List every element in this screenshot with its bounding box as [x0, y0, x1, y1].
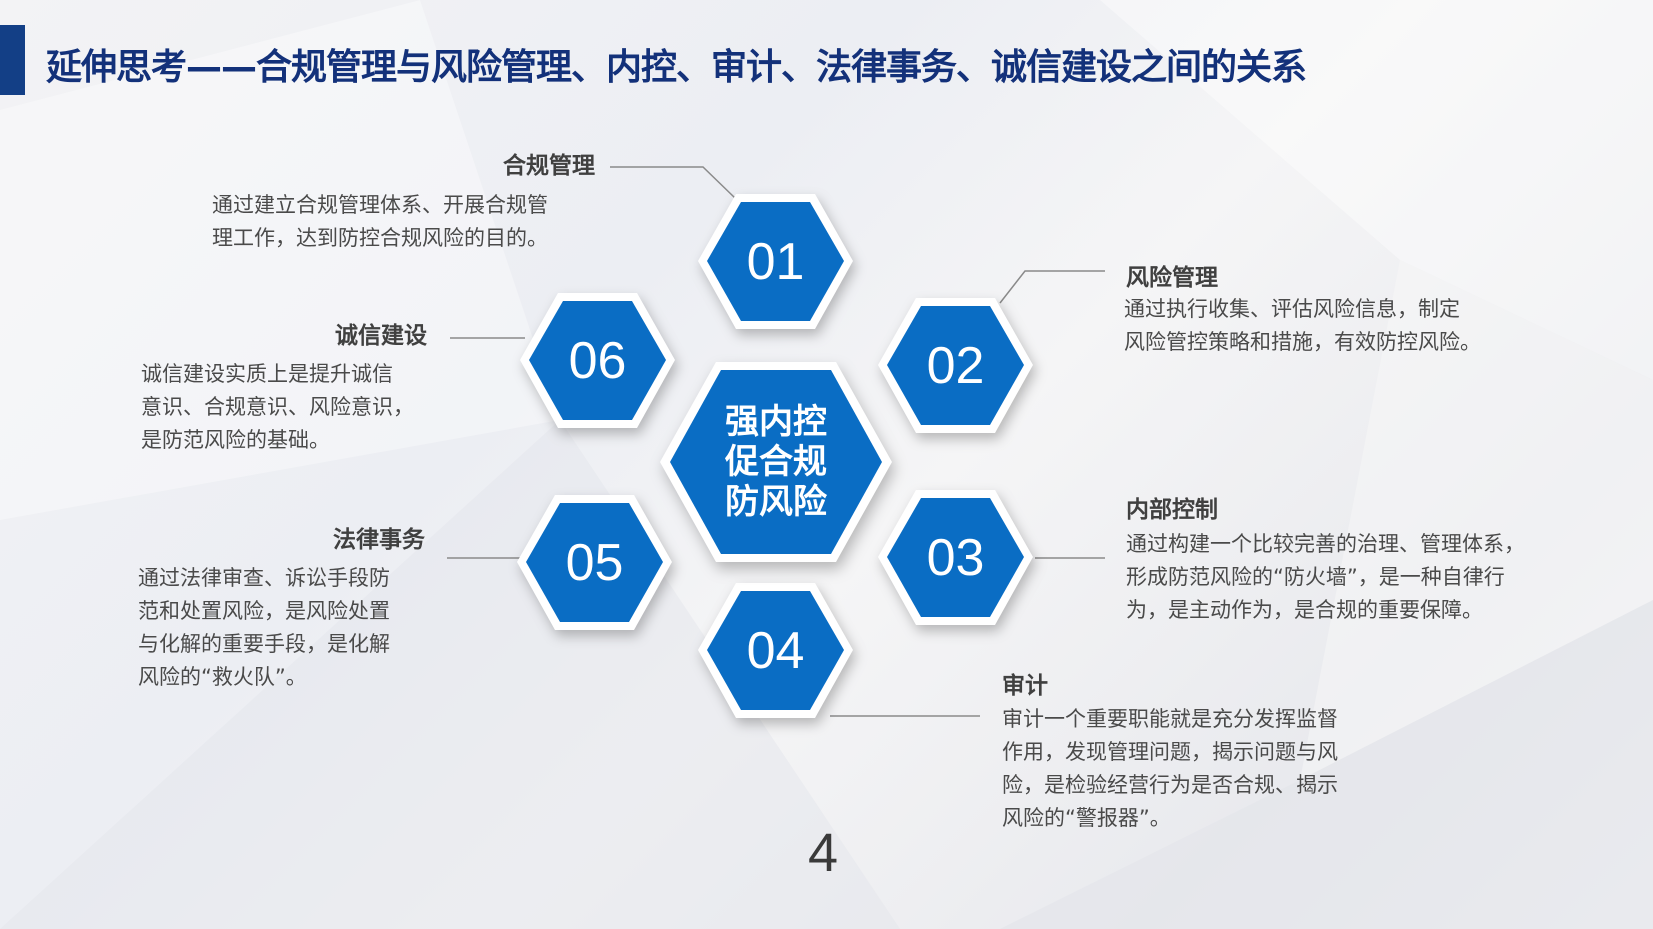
hexagon-number: 05 [565, 533, 624, 592]
page-title: 延伸思考——合规管理与风险管理、内控、审计、法律事务、诚信建设之间的关系 [46, 47, 1307, 88]
desc-line: 意识、合规意识、风险意识， [141, 395, 414, 419]
desc-line: 为，是主动作为，是合规的重要保障。 [1126, 598, 1483, 622]
desc-line: 通过构建一个比较完善的治理、管理体系， [1126, 532, 1525, 556]
page-number: 4 [808, 823, 839, 883]
label-compliance-management: 合规管理 [503, 153, 595, 179]
hexagon-number: 01 [746, 232, 805, 291]
hexagon-number: 04 [746, 621, 805, 680]
hexagon-shape-icon [698, 194, 853, 329]
desc-line: 是防范风险的基础。 [141, 428, 330, 452]
center-line-3: 防风险 [725, 482, 827, 522]
desc-audit: 审计一个重要职能就是充分发挥监督 作用，发现管理问题，揭示问题与风 险，是检验经… [1002, 703, 1338, 835]
desc-line: 形成防范风险的“防火墙”，是一种自律行 [1126, 565, 1505, 589]
hexagon-number: 02 [926, 336, 985, 395]
desc-line: 风险的“救火队”。 [138, 665, 307, 689]
desc-compliance-management: 通过建立合规管理体系、开展合规管 理工作，达到防控合规风险的目的。 [212, 189, 548, 255]
hexagon-number: 03 [926, 528, 985, 587]
label-internal-control: 内部控制 [1126, 497, 1218, 523]
hexagon-shape-icon [660, 362, 892, 562]
hexagon-05: 05 [517, 495, 672, 630]
label-audit: 审计 [1002, 673, 1048, 699]
label-integrity-building: 诚信建设 [335, 323, 427, 349]
hexagon-shape-icon [878, 490, 1033, 625]
hexagon-04: 04 [698, 583, 853, 718]
desc-line: 理工作，达到防控合规风险的目的。 [212, 226, 548, 250]
desc-line: 通过建立合规管理体系、开展合规管 [212, 193, 548, 217]
hexagon-number: 06 [568, 331, 627, 390]
hexagon-02: 02 [878, 298, 1033, 433]
center-slogan: 强内控 促合规 防风险 [660, 362, 892, 562]
desc-legal-affairs: 通过法律审查、诉讼手段防 范和处置风险，是风险处置 与化解的重要手段，是化解 风… [138, 562, 390, 694]
desc-line: 通过执行收集、评估风险信息，制定 [1124, 297, 1460, 321]
center-line-1: 强内控 [725, 402, 827, 442]
hexagon-03: 03 [878, 490, 1033, 625]
center-hexagon: 强内控 促合规 防风险 [660, 362, 892, 562]
hexagon-shape-icon [520, 293, 675, 428]
label-risk-management: 风险管理 [1126, 265, 1218, 291]
desc-line: 风险的“警报器”。 [1002, 806, 1171, 830]
hexagon-06: 06 [520, 293, 675, 428]
desc-line: 作用，发现管理问题，揭示问题与风 [1002, 740, 1338, 764]
hexagon-shape-icon [878, 298, 1033, 433]
title-accent-bar [0, 25, 25, 95]
hexagon-shape-icon [698, 583, 853, 718]
hexagon-01: 01 [698, 194, 853, 329]
desc-risk-management: 通过执行收集、评估风险信息，制定 风险管控策略和措施，有效防控风险。 [1124, 293, 1481, 359]
desc-line: 诚信建设实质上是提升诚信 [141, 362, 393, 386]
desc-integrity-building: 诚信建设实质上是提升诚信 意识、合规意识、风险意识， 是防范风险的基础。 [141, 358, 414, 457]
desc-line: 范和处置风险，是风险处置 [138, 599, 390, 623]
hexagon-shape-icon [517, 495, 672, 630]
desc-line: 风险管控策略和措施，有效防控风险。 [1124, 330, 1481, 354]
desc-line: 与化解的重要手段，是化解 [138, 632, 390, 656]
desc-internal-control: 通过构建一个比较完善的治理、管理体系， 形成防范风险的“防火墙”，是一种自律行 … [1126, 528, 1525, 627]
label-legal-affairs: 法律事务 [333, 527, 425, 553]
desc-line: 通过法律审查、诉讼手段防 [138, 566, 390, 590]
desc-line: 险，是检验经营行为是否合规、揭示 [1002, 773, 1338, 797]
center-line-2: 促合规 [725, 442, 827, 482]
desc-line: 审计一个重要职能就是充分发挥监督 [1002, 707, 1338, 731]
